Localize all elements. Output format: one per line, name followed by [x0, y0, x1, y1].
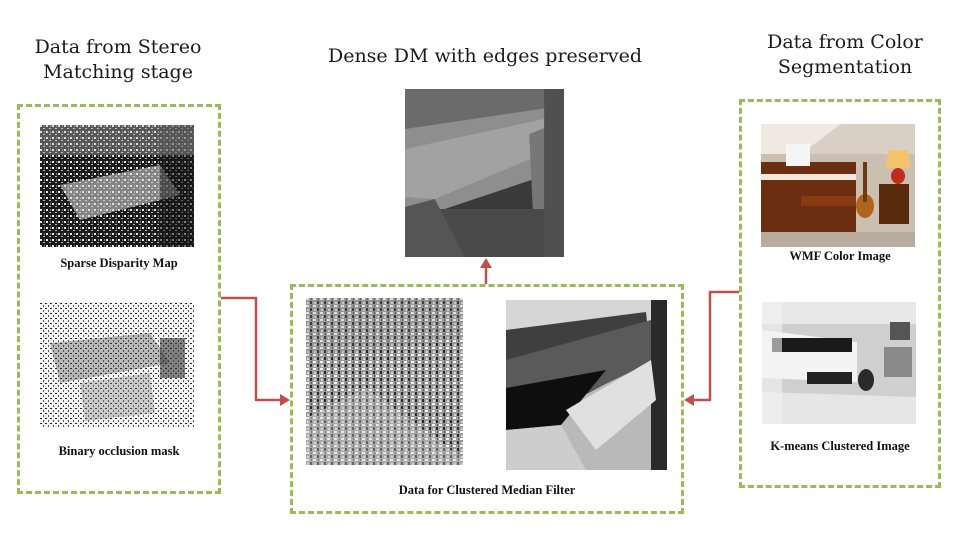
arrowhead-up	[480, 258, 492, 268]
caption-sparse-disparity: Sparse Disparity Map	[60, 256, 178, 270]
dense-dm-image	[405, 89, 564, 257]
binary-occlusion-mask-image	[40, 303, 194, 427]
arrow-left-to-center	[221, 296, 286, 402]
caption-kmeans: K-means Clustered Image	[770, 439, 910, 453]
box-stereo-matching	[17, 104, 221, 494]
box-color-segmentation	[739, 99, 941, 488]
arrow-right-to-center	[688, 290, 739, 402]
clustered-depth-image	[506, 300, 667, 470]
arrowhead-right	[684, 394, 694, 406]
box-clustered-median	[290, 284, 684, 514]
clustered-noise-image	[306, 298, 463, 465]
arrowhead-left	[280, 394, 290, 406]
caption-wmf-color: WMF Color Image	[789, 249, 891, 263]
caption-occlusion-mask: Binary occlusion mask	[58, 444, 180, 458]
sparse-disparity-map-image	[40, 125, 194, 247]
title-color-segmentation: Data from Color Segmentation	[767, 31, 923, 78]
caption-clustered-median: Data for Clustered Median Filter	[398, 483, 576, 497]
title-stereo-matching: Data from Stereo Matching stage	[34, 36, 202, 83]
kmeans-clustered-image	[762, 302, 916, 424]
title-dense-dm: Dense DM with edges preserved	[327, 45, 643, 67]
wmf-color-image	[761, 124, 915, 247]
